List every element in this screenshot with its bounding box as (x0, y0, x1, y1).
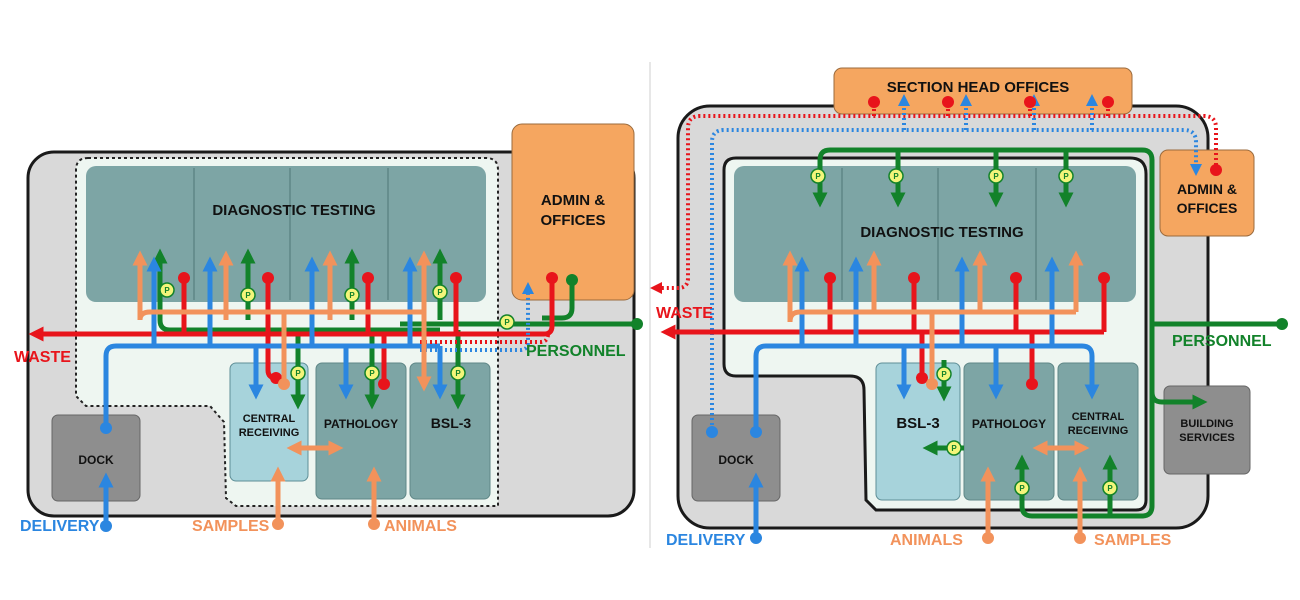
right-samples-flow (782, 250, 1090, 538)
right-section-head-waste-dots (868, 96, 1222, 176)
right-waste-label: WASTE (656, 305, 713, 322)
left-personnel-label: PERSONNEL (526, 343, 626, 360)
left-pathology-label: PATHOLOGY (324, 417, 398, 431)
right-pathology (963, 362, 1055, 501)
left-samples-label: SAMPLES (192, 518, 270, 535)
svg-text:P: P (1019, 484, 1025, 493)
right-p-markers (810, 168, 1118, 496)
right-personnel-flow (812, 147, 1282, 519)
right-central-receiving (1057, 362, 1139, 501)
left-diagnostic-room (86, 166, 486, 302)
svg-text:P: P (164, 286, 170, 295)
svg-text:P: P (993, 172, 999, 181)
right-building-label-2: SERVICES (1179, 432, 1234, 444)
left-admin-personnel-dot (566, 274, 578, 286)
left-samples-source (272, 518, 284, 530)
right-personnel-label: PERSONNEL (1172, 333, 1272, 350)
left-dock-label: DOCK (78, 453, 114, 467)
right-section-head-label: SECTION HEAD OFFICES (887, 79, 1070, 96)
right-waste-nodes (824, 272, 1110, 390)
left-samples-flow (132, 250, 432, 524)
right-personnel-source (1276, 318, 1288, 330)
left-p-marker-labels: P P P P P P P P (164, 286, 510, 378)
right-dotted-supply-loop (710, 128, 1202, 430)
left-bsl3 (409, 362, 491, 500)
left-admin-label-1: ADMIN & (541, 192, 605, 209)
svg-text:P: P (295, 369, 301, 378)
right-bsl3-sample-node (926, 378, 938, 390)
right-admin-label-1: ADMIN & (1177, 181, 1237, 197)
right-bsl3-label: BSL-3 (896, 415, 939, 432)
right-plan: SECTION HEAD OFFICES DIAGNOSTIC TESTING … (650, 67, 1288, 549)
right-delivery-label: DELIVERY (666, 532, 746, 549)
left-dock-supply-node (100, 422, 112, 434)
right-diagnostic-label: DIAGNOSTIC TESTING (860, 224, 1023, 241)
left-dock (51, 414, 141, 502)
left-supply-flow (98, 256, 448, 526)
right-building-services (1163, 385, 1251, 475)
left-diagnostic-label: DIAGNOSTIC TESTING (212, 202, 375, 219)
right-pathology-label: PATHOLOGY (972, 417, 1046, 431)
right-central-label-1: CENTRAL (1072, 411, 1125, 423)
svg-text:P: P (1063, 172, 1069, 181)
left-delivery-label: DELIVERY (20, 518, 100, 535)
svg-text:P: P (893, 172, 899, 181)
left-plan: DIAGNOSTIC TESTING ADMIN & OFFICES DOCK … (14, 123, 643, 535)
right-animals-source (982, 532, 994, 544)
right-waste-flow (660, 278, 1107, 384)
right-dock-label: DOCK (718, 453, 754, 467)
svg-text:P: P (245, 291, 251, 300)
svg-text:P: P (369, 369, 375, 378)
right-building-label-1: BUILDING (1180, 418, 1233, 430)
left-delivery-source (100, 520, 112, 532)
right-admin-label-2: OFFICES (1177, 200, 1238, 216)
right-admin-offices (1159, 149, 1255, 237)
right-dock-nodes (706, 426, 762, 438)
right-samples-source (1074, 532, 1086, 544)
left-central-label-1: CENTRAL (243, 413, 296, 425)
right-central-label-2: RECEIVING (1068, 425, 1129, 437)
right-animals-label: ANIMALS (890, 532, 963, 549)
svg-text:P: P (437, 288, 443, 297)
left-admin-label-2: OFFICES (540, 212, 605, 229)
left-receiving-sample-node (278, 378, 290, 390)
right-p-marker-labels: P P P P P P P P (815, 172, 1113, 493)
svg-text:P: P (941, 370, 947, 379)
right-delivery-source (750, 532, 762, 544)
right-dotted-waste-loop (650, 114, 1218, 294)
svg-text:P: P (1107, 484, 1113, 493)
left-waste-label: WASTE (14, 349, 71, 366)
left-pathology (315, 362, 407, 500)
left-central-label-2: RECEIVING (239, 427, 300, 439)
right-supply-flow (748, 256, 1100, 538)
svg-text:P: P (455, 369, 461, 378)
svg-text:P: P (349, 291, 355, 300)
left-admin-supply-dotted (420, 282, 534, 352)
left-p-markers (159, 282, 515, 381)
left-personnel-source (631, 318, 643, 330)
svg-text:P: P (815, 172, 821, 181)
right-samples-label: SAMPLES (1094, 532, 1172, 549)
left-bsl3-label: BSL-3 (431, 415, 472, 431)
left-animals-label: ANIMALS (384, 518, 457, 535)
svg-text:P: P (504, 318, 510, 327)
left-admin-waste-dotted (420, 333, 550, 344)
svg-text:P: P (951, 444, 957, 453)
left-animals-source (368, 518, 380, 530)
